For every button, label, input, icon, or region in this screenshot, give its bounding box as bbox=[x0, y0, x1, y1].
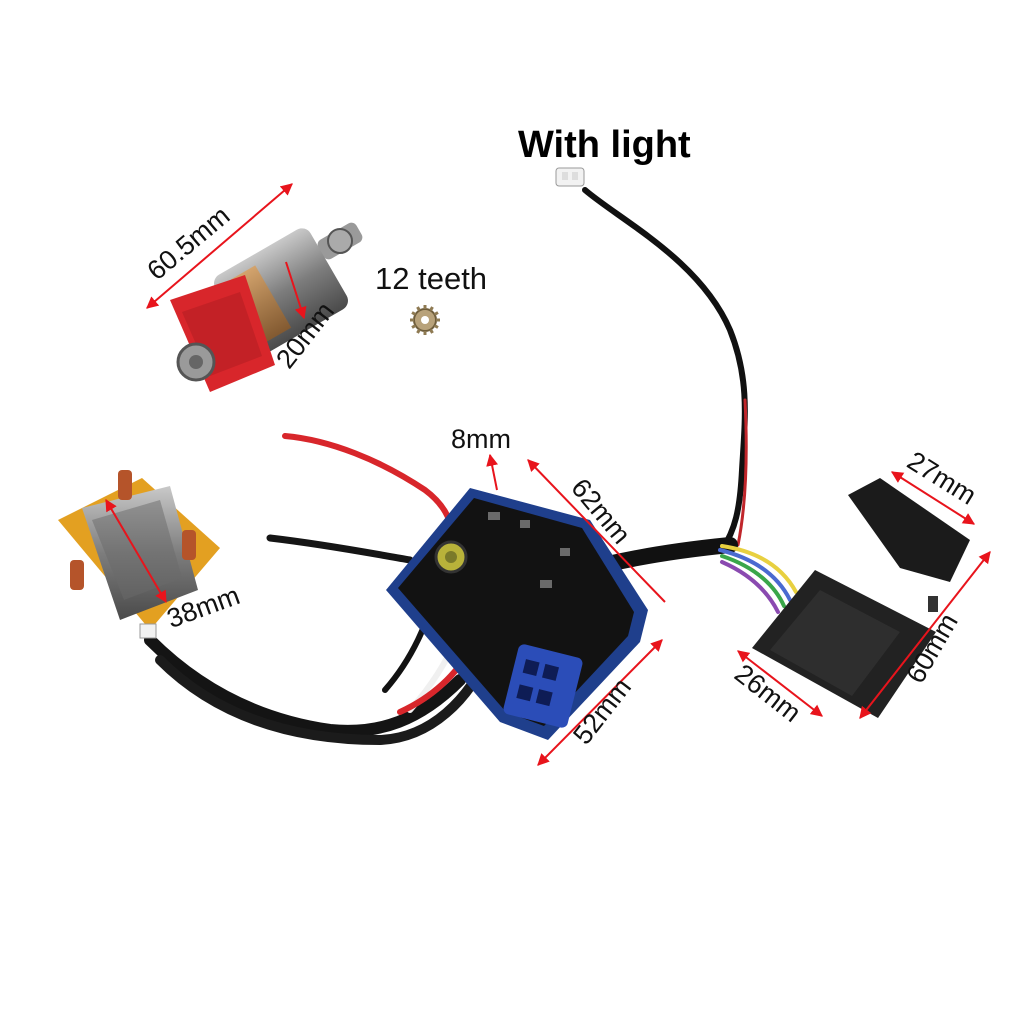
title-label: With light bbox=[518, 124, 691, 166]
dim-board-thickness: 8mm bbox=[451, 424, 511, 454]
arrow-board-width bbox=[537, 639, 663, 766]
trigger-switch bbox=[752, 478, 970, 718]
arrow-rotor-diameter bbox=[285, 261, 307, 320]
arrow-switch-height bbox=[859, 551, 991, 719]
dimension-arrows bbox=[105, 183, 991, 766]
arrow-switch-top bbox=[890, 471, 976, 525]
arrow-switch-depth bbox=[737, 650, 823, 717]
arrow-rotor-length bbox=[146, 183, 293, 309]
gear-teeth-label: 12 teeth bbox=[375, 261, 488, 296]
light-connector bbox=[555, 167, 585, 187]
gear-icon bbox=[410, 305, 440, 335]
arrow-board-length bbox=[527, 459, 666, 603]
wires bbox=[144, 187, 798, 746]
arrow-stator-diameter bbox=[105, 498, 167, 604]
arrow-board-thickness bbox=[486, 453, 499, 491]
